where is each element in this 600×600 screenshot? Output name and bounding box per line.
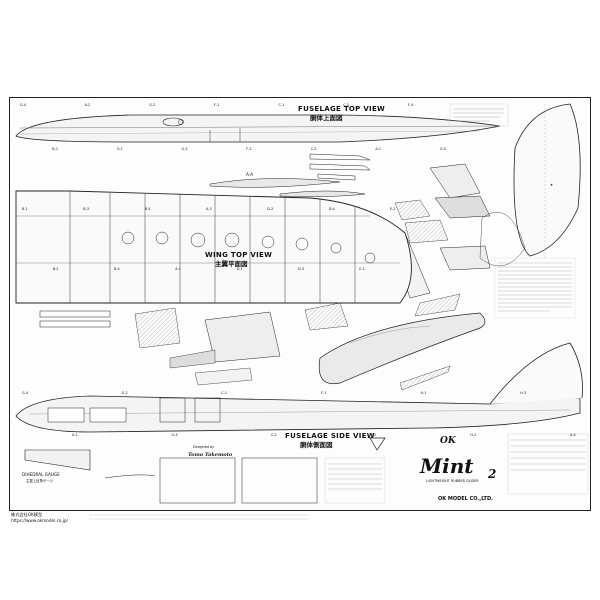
part-label: D-3 — [298, 267, 304, 271]
section-label: A-A — [246, 172, 253, 177]
part-label: H-3 — [520, 391, 526, 395]
fuselage-side-view: FUSELAGE SIDE VIEW 胴体側面図 — [15, 342, 583, 451]
part-label: F-2 — [371, 433, 376, 437]
part-label: G-3 — [172, 433, 178, 437]
part-label: F-4 — [408, 103, 413, 107]
part-label: C-1 — [221, 391, 227, 395]
part-label: B-3 — [83, 207, 89, 211]
plan-sheet: FUSELAGE TOP VIEW 胴体上面図 ★ A-A — [9, 97, 591, 511]
part-label: C-2 — [271, 433, 277, 437]
footer: 株式会社OK模型 https://www.okmodel.co.jp/ — [9, 511, 591, 525]
company-footer-name: 株式会社OK模型 — [11, 511, 42, 518]
part-label: G-2 — [122, 391, 128, 395]
dihedral-title: DIHEDRAL GAUGE — [22, 472, 60, 477]
exploded-parts — [389, 163, 526, 317]
brand-block: OK Mint 2 LIGHTWEIGHT RUBBER GLIDER OK M… — [419, 433, 589, 502]
part-label: G-4 — [20, 103, 26, 107]
part-label: E-2 — [390, 207, 396, 211]
dihedral-title-jp: 主翼上反角ゲージ — [26, 478, 54, 483]
top-notes — [449, 103, 509, 127]
part-label: H-2 — [470, 433, 476, 437]
plan-drawing: FUSELAGE TOP VIEW 胴体上面図 ★ A-A — [15, 103, 589, 504]
part-label: B-5 — [145, 207, 151, 211]
part-label: G-1 — [72, 433, 78, 437]
part-label: A-1 — [375, 147, 381, 151]
brand-company: OK MODEL CO.,LTD. — [438, 496, 493, 502]
part-label: A-2 — [85, 103, 91, 107]
fin-plan: ★ — [513, 103, 581, 258]
part-label: H-1 — [421, 391, 427, 395]
part-label: F-1 — [321, 391, 326, 395]
part-label: D-2 — [267, 207, 273, 211]
wing-top-title-jp: 主翼平面図 — [215, 259, 248, 268]
wing-top-view: WING TOP VIEW 主翼平面図 — [15, 190, 412, 304]
small-parts-top: A-A — [209, 153, 371, 197]
company-footer-url: https://www.okmodel.co.jp/ — [11, 518, 69, 523]
part-label: E-1 — [359, 267, 365, 271]
right-notes — [494, 257, 576, 319]
part-label: G-5 — [440, 147, 446, 151]
designer-signature: Tomo Takemoto — [188, 452, 233, 458]
brand-prefix: OK — [440, 436, 457, 446]
dihedral-gauge: DIHEDRAL GAUGE 主翼上反角ゲージ — [22, 449, 91, 483]
part-label: F-2 — [246, 147, 251, 151]
fuselage-pod-3d — [318, 312, 486, 391]
part-label: A-4 — [570, 433, 576, 437]
fuselage-top-title-jp: 胴体上面図 — [309, 113, 343, 122]
fuselage-side-title-jp: 胴体側面図 — [299, 440, 333, 449]
part-label: B-1 — [52, 147, 58, 151]
bottom-parts: Designed by Tomo Takemoto — [104, 445, 386, 504]
labels-top: G-4B-1 A-2G-1 G-2G-3 F-1F-2 C-1C-2 C-3A-1 F-4G… — [20, 103, 446, 151]
part-label: C-2 — [311, 147, 317, 151]
part-label: G-3 — [182, 147, 188, 151]
fuselage-top-title: FUSELAGE TOP VIEW — [298, 105, 385, 113]
part-label: B-2 — [53, 267, 59, 271]
designer-label: Designed by — [193, 445, 214, 449]
labels-wing: B-1B-2 B-3B-4 B-5A-1 A-3D-1 D-2D-3 D-4E-1 E-2 — [22, 207, 396, 271]
brand-suffix: 2 — [487, 467, 496, 481]
part-label: B-4 — [114, 267, 120, 271]
part-label: D-4 — [329, 207, 335, 211]
part-label: A-3 — [206, 207, 212, 211]
part-label: C-3 — [343, 103, 349, 107]
part-label: G-2 — [149, 103, 155, 107]
part-label: G-4 — [22, 391, 28, 395]
part-label: F-1 — [214, 103, 219, 107]
part-label: A-1 — [175, 267, 181, 271]
fuselage-side-title: FUSELAGE SIDE VIEW — [285, 432, 375, 440]
labels-side: G-4G-1 G-2G-3 C-1C-2 F-1F-2 H-1H-2 H-3A-4 — [22, 391, 576, 437]
svg-text:★: ★ — [550, 183, 553, 187]
wing-top-title: WING TOP VIEW — [205, 251, 272, 259]
part-label: C-1 — [279, 103, 285, 107]
brand-subtitle: LIGHTWEIGHT RUBBER GLIDER — [426, 479, 479, 483]
part-label: B-1 — [22, 207, 28, 211]
brand-name: Mint — [419, 454, 474, 478]
fuselage-top-view: FUSELAGE TOP VIEW 胴体上面図 — [15, 105, 501, 143]
part-label: D-1 — [237, 267, 243, 271]
part-label: G-1 — [117, 147, 123, 151]
mid-parts — [39, 302, 349, 386]
